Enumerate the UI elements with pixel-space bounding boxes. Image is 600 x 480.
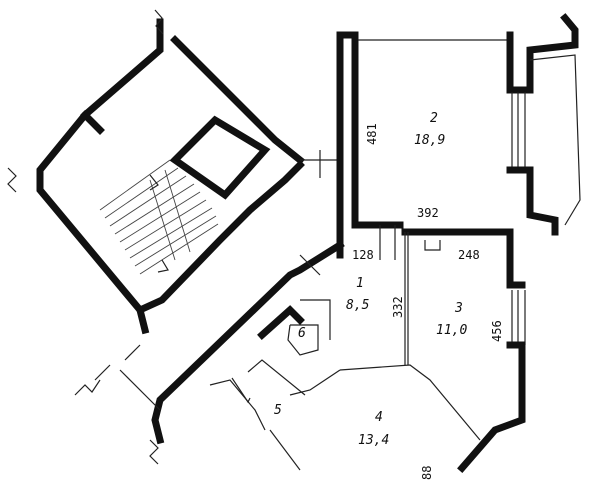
dimension-88: 88 [420,466,434,480]
break-mark [74,379,101,396]
room-4-number: 4 [375,410,383,425]
dimension-248: 248 [458,248,480,262]
break-mark [7,167,17,193]
room-2-number: 2 [430,111,438,126]
break-mark [149,439,159,465]
break-mark [154,9,164,35]
stairwell [7,9,340,465]
elevator-shaft [169,115,271,200]
apartment-walls [94,13,581,473]
stair-steps [99,159,219,275]
dimension-456: 456 [490,320,504,342]
dimension-332: 332 [391,296,405,318]
room-1-number: 1 [356,276,364,291]
room-3-number: 3 [454,301,463,316]
dimension-128: 128 [352,248,374,262]
room-2-area: 18,9 [414,133,445,148]
room-1-area: 8,5 [346,298,370,313]
dimension-392: 392 [417,206,439,220]
dimension-481: 481 [365,123,379,145]
room-6-number: 6 [298,326,306,341]
room-3-area: 11,0 [436,323,467,338]
room-5-number: 5 [274,403,282,418]
room-4-area: 13,4 [358,433,389,448]
